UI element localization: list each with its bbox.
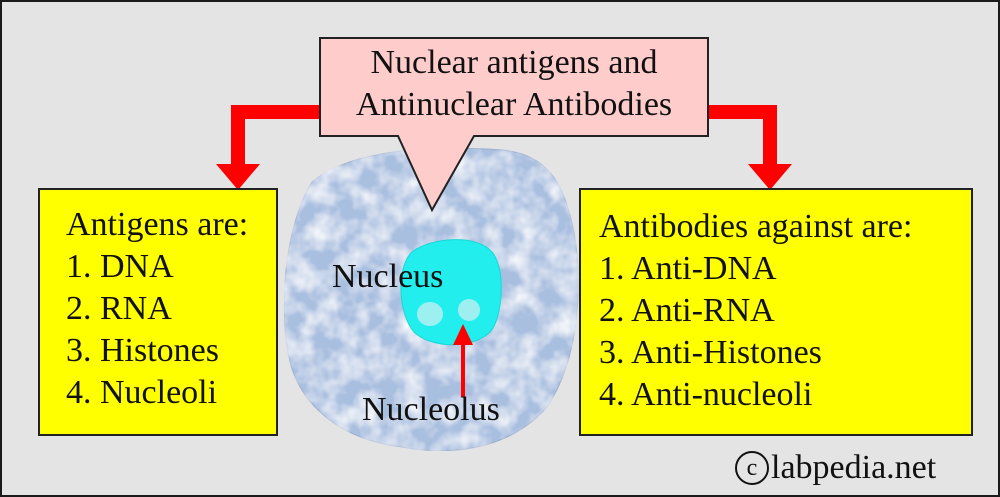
antigen-item: 4. Nucleoli [66,374,218,411]
title-line-1: Nuclear antigens and [370,44,658,81]
nucleolus-pointer-arrowhead [453,324,473,345]
left-connector-arrow [231,105,320,167]
antibody-item: 4. Anti-nucleoli [599,376,813,413]
left-connector-arrowhead [216,164,260,190]
right-connector-arrow [708,105,777,167]
antigen-item: 2. RNA [66,290,172,327]
antibody-item: 2. Anti-RNA [599,292,775,329]
nucleolus-left [417,302,443,326]
antigen-item: 3. Histones [66,332,219,369]
antigens-box: Antigens are: 1. DNA 2. RNA 3. Histones … [38,188,278,436]
antibodies-heading: Antibodies against are: [599,208,913,245]
title-line-2: Antinuclear Antibodies [355,86,673,123]
nucleolus-right [458,299,480,321]
title-callout-text: Nuclear antigens and Antinuclear Antibod… [320,42,708,126]
antibodies-box: Antibodies against are: 1. Anti-DNA 2. A… [579,188,973,436]
title-callout [319,37,709,213]
antigens-heading: Antigens are: [66,206,249,243]
antibody-item: 1. Anti-DNA [599,250,777,287]
antigen-item: 1. DNA [66,248,174,285]
copyright-text: labpedia.net [771,449,937,486]
antibody-item: 3. Anti-Histones [599,334,822,371]
nucleus-label: Nucleus [332,258,444,295]
copyright-icon: c [735,451,769,485]
nucleolus-label: Nucleolus [362,391,500,428]
right-connector-arrowhead [748,164,792,190]
